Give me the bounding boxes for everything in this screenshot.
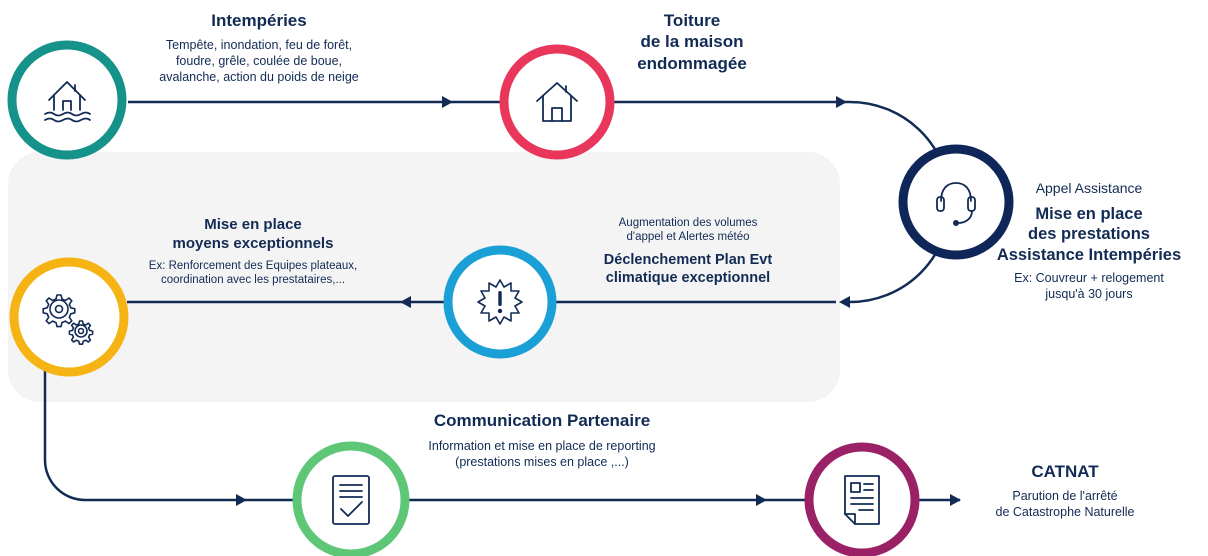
intemperies-line: foudre, grêle, coulée de boue, (175, 53, 343, 68)
assistance-subtitle: Appel Assistance (1035, 180, 1143, 196)
arrow-right (836, 96, 847, 108)
moyens-title-line: Mise en place (204, 216, 302, 233)
toiture-text: Toiture de la maison endommagée (612, 10, 772, 74)
toiture-title-line: endommagée (637, 53, 747, 73)
catnat-title: CATNAT (1031, 462, 1099, 481)
toiture-circle (499, 44, 615, 160)
toiture-title-line: Toiture (663, 11, 721, 30)
assistance-note-line: Ex: Couvreur + relogement (1014, 271, 1164, 286)
house-icon (536, 82, 578, 122)
moyens-line: coordination avec les prestataires,... (160, 273, 346, 286)
process-panel (8, 152, 840, 402)
declenchement-title-line: Déclenchement Plan Evt (603, 251, 773, 268)
gears-icon (42, 294, 94, 345)
assistance-text: Appel Assistance Mise en place des prest… (978, 180, 1200, 303)
moyens-text: Mise en place moyens exceptionnels Ex: R… (118, 216, 388, 287)
moyens-title-line: moyens exceptionnels (172, 234, 334, 252)
assistance-note-line: jusqu'à 30 jours (1045, 287, 1133, 301)
assistance-title-line: Assistance Intempéries (996, 245, 1182, 264)
arrow-right (236, 494, 247, 506)
intemperies-title: Intempéries (211, 11, 307, 30)
moyens-line: Ex: Renforcement des Equipes plateaux, (148, 259, 358, 272)
arrow-left (839, 296, 850, 308)
communication-line: Information et mise en place de reportin… (428, 439, 656, 454)
toiture-title-line: de la maison (640, 32, 744, 52)
catnat-line: Parution de l'arrêté (1012, 489, 1118, 504)
declenchement-pre-line: Augmentation des volumes (618, 217, 758, 229)
arrow-right (950, 494, 961, 506)
communication-text: Communication Partenaire Information et … (392, 410, 692, 471)
flooded-house-icon (44, 81, 91, 123)
declenchement-text: Augmentation des volumes d'appel et Aler… (578, 216, 798, 287)
assistance-circle (898, 144, 1014, 260)
arrow-left (400, 296, 411, 308)
headset-icon (936, 182, 976, 226)
intemperies-text: Intempéries Tempête, inondation, feu de … (128, 10, 390, 85)
assistance-title-line: Mise en place (1035, 204, 1143, 223)
catnat-line: de Catastrophe Naturelle (995, 504, 1135, 519)
intemperies-line: avalanche, action du poids de neige (159, 69, 359, 84)
arrow-right (442, 96, 453, 108)
arrowheads (236, 96, 961, 506)
communication-circle (292, 441, 410, 556)
catnat-circle (804, 442, 920, 556)
decree-document-icon (844, 475, 880, 525)
intemperies-circle (7, 40, 127, 160)
assistance-title-line: des prestations (1028, 225, 1150, 244)
communication-line: (prestations mises en place ,...) (455, 454, 629, 469)
declenchement-pre-line: d'appel et Alertes météo (626, 231, 750, 244)
arrow-right (756, 494, 767, 506)
alert-badge-icon (477, 279, 523, 325)
declenchement-title-line: climatique exceptionnel (605, 269, 771, 286)
catnat-text: CATNAT Parution de l'arrêté de Catastrop… (955, 461, 1175, 521)
communication-title: Communication Partenaire (433, 411, 651, 430)
intemperies-line: Tempête, inondation, feu de forêt, (165, 38, 353, 53)
checklist-document-icon (332, 475, 370, 525)
